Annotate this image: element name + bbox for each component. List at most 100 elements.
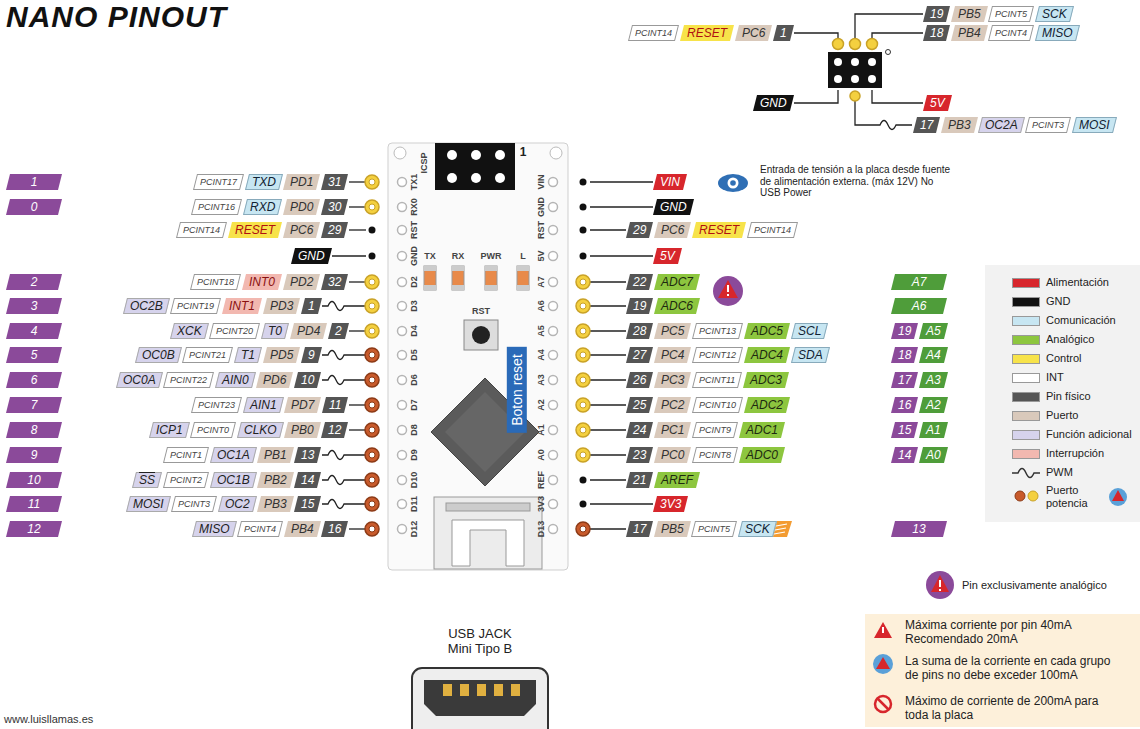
pin-tag: 15 <box>893 422 916 438</box>
pin-tag: 29 <box>323 222 346 238</box>
wire <box>349 330 366 331</box>
header-hole <box>398 226 407 235</box>
pin-tag: 31 <box>323 174 346 190</box>
analog-only-icon <box>727 285 729 292</box>
limit-icon <box>877 698 889 710</box>
pin-tag: GND <box>655 199 692 215</box>
pin-tag: PB5 <box>656 521 689 537</box>
tag-text: 13 <box>301 447 314 463</box>
pin-tag: 7 <box>8 397 60 413</box>
wire <box>590 503 653 504</box>
pin-ring <box>369 328 375 334</box>
pin-ring <box>576 423 590 437</box>
pin-tag: PC3 <box>656 372 689 388</box>
tag-text: SS <box>139 472 155 488</box>
pin-tag: A0 <box>921 447 946 463</box>
group-icon <box>876 657 890 669</box>
tag-text: OC1B <box>217 472 250 488</box>
usb-connector <box>434 497 542 569</box>
reset-label-tag: Boton reset <box>507 347 527 433</box>
pin-ring <box>369 452 375 458</box>
pin-ring <box>580 402 586 408</box>
tag-text: ADC2 <box>751 397 783 413</box>
tag-text: PD6 <box>263 372 286 388</box>
header-hole <box>398 451 407 460</box>
pin-tag: T0 <box>263 323 287 339</box>
pin-tag: 1 <box>303 298 320 314</box>
tag-text: 14 <box>301 472 314 488</box>
tag-text: SCL <box>798 323 821 339</box>
pin-tag: OC0A <box>118 372 161 388</box>
legend-text: Pin físico <box>1046 390 1091 403</box>
pin-tag: 10 <box>8 472 60 488</box>
pin-tag: PCINT5 <box>693 521 735 537</box>
pin-tag: PD6 <box>258 372 291 388</box>
tag-text: 2 <box>31 274 38 290</box>
tag-text: 28 <box>633 323 646 339</box>
legend-text: Analógico <box>1046 333 1094 346</box>
pin-dot <box>369 253 376 260</box>
pin-tag: OC2B <box>125 298 168 314</box>
pin-tag: A2 <box>921 397 946 413</box>
pin-tag: 5V <box>655 248 680 264</box>
usb-jack <box>412 668 548 729</box>
pin-tag: A1 <box>921 422 946 438</box>
tag-text: PCINT16 <box>198 199 235 215</box>
tag-text: CLKO <box>244 422 277 438</box>
pin-tag: ADC7 <box>656 274 698 290</box>
pin-tag: PC6 <box>285 222 318 238</box>
pin-ring <box>365 175 379 189</box>
tag-text: SCK <box>745 521 770 537</box>
silkscreen: TX1 <box>409 174 419 191</box>
wire <box>590 281 626 282</box>
pin-tag: PB4 <box>953 25 986 41</box>
pin-tag: RXD <box>245 199 280 215</box>
analog-only-icon <box>713 276 743 306</box>
pin-tag: 1 <box>775 25 792 41</box>
tag-text: TXD <box>252 174 276 190</box>
legend-swatch <box>1012 316 1040 326</box>
pin-tag: MISO <box>194 521 235 537</box>
header-hole <box>549 178 558 187</box>
tag-text: A4 <box>926 347 941 363</box>
pin-tag: PCINT14 <box>749 222 796 238</box>
header-hole <box>398 327 407 336</box>
pin-tag: PC0 <box>656 447 689 463</box>
pin-tag: 9 <box>303 347 320 363</box>
silkscreen: A0 <box>536 449 546 461</box>
analog-only-icon <box>939 589 941 591</box>
mount-hole <box>550 147 562 159</box>
silkscreen: A1 <box>536 424 546 436</box>
pin-tag: 1 <box>8 174 60 190</box>
tag-text: 27 <box>633 347 646 363</box>
tag-text: PB4 <box>958 25 981 41</box>
icsp-block <box>828 52 882 88</box>
connector-label: USB JACK Mini Tipo B <box>440 627 520 657</box>
pin-tag: MISO <box>1037 25 1078 41</box>
legend-text: INT <box>1046 371 1064 384</box>
pin-tag: PCINT16 <box>193 199 240 215</box>
pin-tag: 16 <box>323 521 346 537</box>
pin-tag: 25 <box>628 397 651 413</box>
pin-tag: 17 <box>915 117 938 133</box>
analog-only-icon <box>727 294 729 296</box>
analog-only-icon <box>931 575 949 592</box>
pin-tag: PB3 <box>259 496 292 512</box>
silkscreen: 1 <box>520 146 527 160</box>
pin-dot <box>580 227 587 234</box>
header-hole <box>549 302 558 311</box>
pin-ring <box>365 423 379 437</box>
tag-text: 31 <box>328 174 341 190</box>
header-hole <box>398 426 407 435</box>
pin-dot <box>580 204 587 211</box>
pin-tag: 14 <box>893 447 916 463</box>
pin-tag: INT1 <box>224 298 260 314</box>
board <box>388 143 568 570</box>
tag-text: PCINT10 <box>699 397 736 413</box>
tag-text: PB5 <box>958 6 981 22</box>
pin-tag: PB1 <box>259 447 292 463</box>
icsp-pins <box>447 150 505 183</box>
silkscreen: RST <box>409 221 419 239</box>
tag-text: PB0 <box>291 422 314 438</box>
pin-tag: AREF <box>656 472 698 488</box>
